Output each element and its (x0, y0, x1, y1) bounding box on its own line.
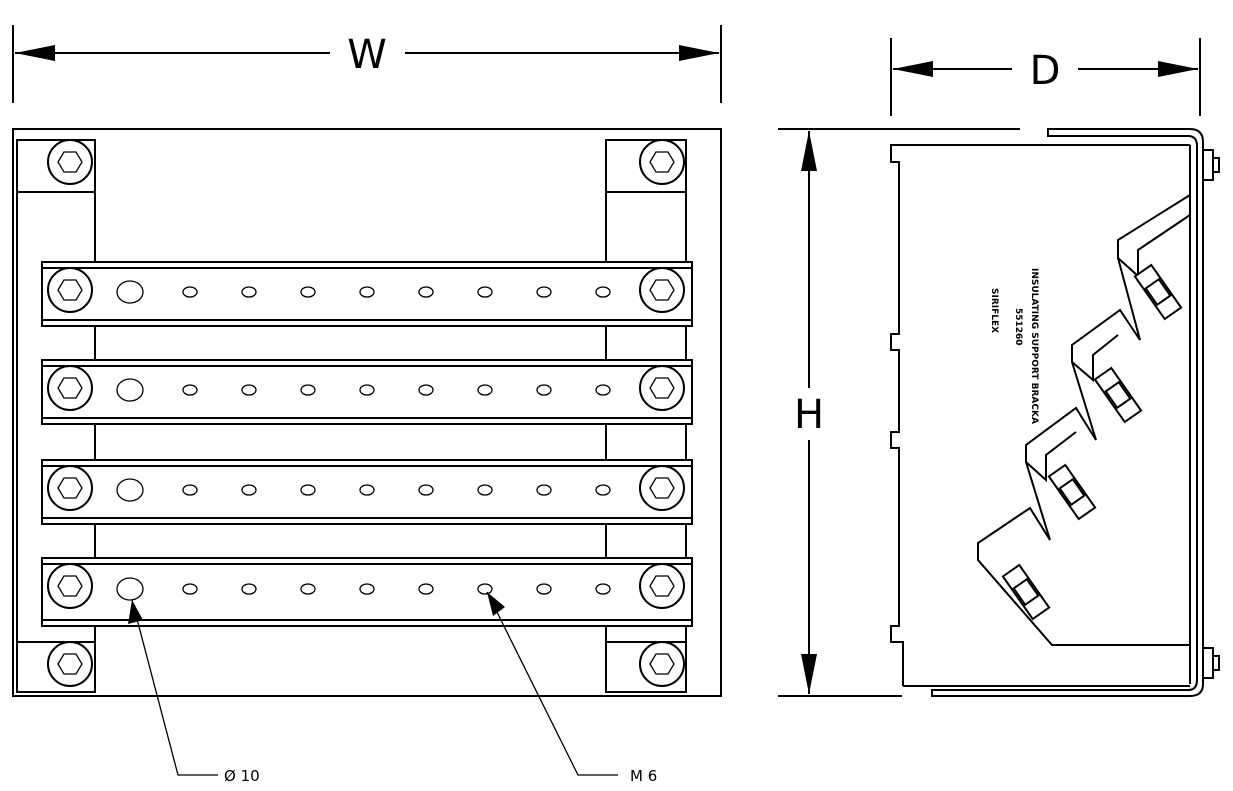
product-label: SIRIFLEX 551260 INSULATING SUPPORT BRACK… (989, 268, 1039, 424)
height-dimension: H (778, 128, 1020, 697)
busbar (41, 359, 693, 425)
busbar (41, 557, 693, 627)
hex-nut-bottom-right (639, 641, 685, 687)
busbar (41, 459, 693, 525)
product-brand: SIRIFLEX (989, 288, 999, 333)
busbar (41, 261, 693, 327)
mounting-bolt-top (1202, 149, 1220, 181)
side-view: D H (778, 38, 1220, 697)
width-label: W (347, 32, 387, 78)
support-bracket (890, 128, 1204, 697)
width-dimension: W (12, 25, 722, 103)
mounting-bolt-bottom (1202, 647, 1220, 679)
base-plate (12, 128, 722, 697)
hex-nut-top-left (47, 139, 93, 185)
hole-callout: Ø 10 (128, 599, 260, 785)
hex-nut-bottom-left (47, 641, 93, 687)
product-description: INSULATING SUPPORT BRACKA (1029, 268, 1039, 424)
hole-callout-label: Ø 10 (224, 767, 260, 785)
bracket-bolts (1001, 263, 1183, 621)
product-part-number: 551260 (1013, 308, 1023, 346)
height-label: H (794, 392, 824, 438)
front-view: W (12, 25, 722, 785)
depth-label: D (1030, 48, 1061, 94)
thread-callout-label: M 6 (630, 767, 657, 785)
hex-nut-top-right (639, 139, 685, 185)
thread-callout: M 6 (486, 591, 657, 785)
depth-dimension: D (890, 38, 1201, 116)
